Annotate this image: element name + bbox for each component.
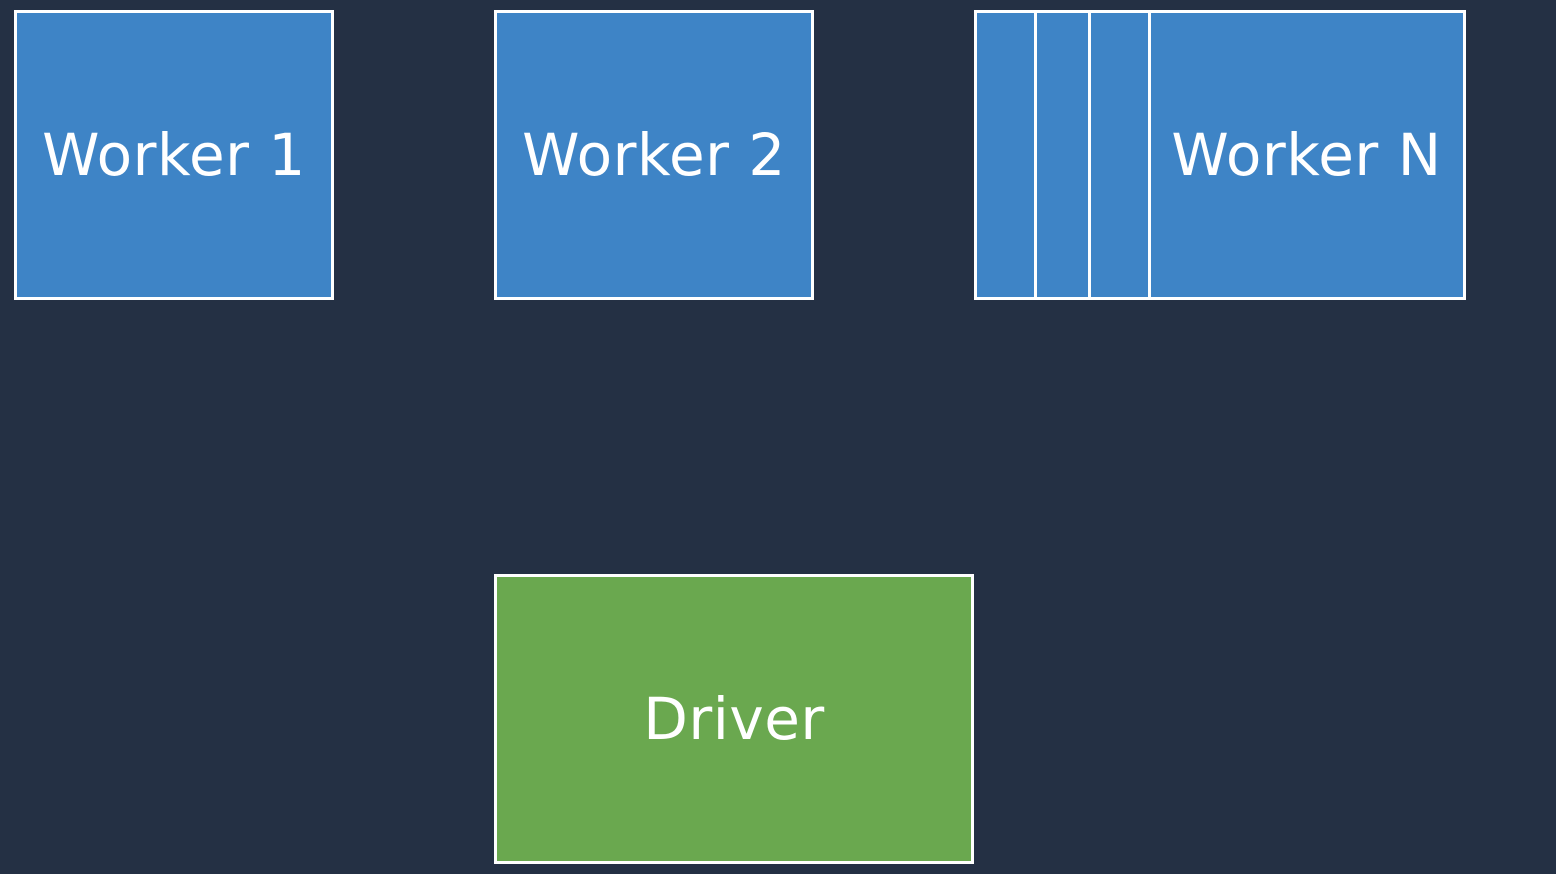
worker-n-partition-divider xyxy=(1148,13,1151,297)
driver-label: Driver xyxy=(643,685,825,753)
worker-2-label: Worker 2 xyxy=(522,121,786,189)
worker-1-label: Worker 1 xyxy=(42,121,306,189)
worker-n-partition-divider xyxy=(1088,13,1091,297)
worker-n-partition-divider xyxy=(1034,13,1037,297)
driver-node: Driver xyxy=(494,574,974,864)
worker-1-node: Worker 1 xyxy=(14,10,334,300)
worker-n-node: Worker N xyxy=(974,10,1466,300)
worker-n-label: Worker N xyxy=(1171,121,1442,189)
worker-2-node: Worker 2 xyxy=(494,10,814,300)
